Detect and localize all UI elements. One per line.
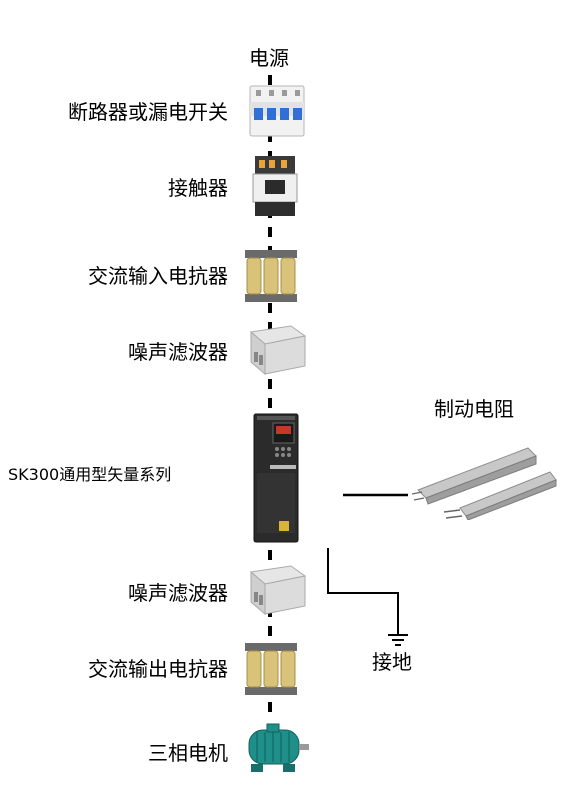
motor-icon [243, 720, 313, 776]
label-input-reactor: 交流输入电抗器 [88, 264, 228, 288]
label-output-filter: 噪声滤波器 [128, 581, 228, 605]
braking-resistor-icon [410, 442, 558, 520]
ground-connection-line [328, 548, 398, 634]
label-motor: 三相电机 [148, 741, 228, 765]
contactor-icon [251, 154, 299, 218]
inverter-icon [253, 413, 299, 543]
label-ground: 接地 [372, 650, 412, 674]
output-filter-icon [247, 562, 307, 618]
label-input-filter: 噪声滤波器 [128, 340, 228, 364]
label-braking-resistor: 制动电阻 [434, 397, 514, 421]
output-reactor-icon [243, 641, 299, 697]
label-circuit-breaker: 断路器或漏电开关 [68, 100, 228, 124]
filter-icon [247, 322, 307, 378]
reactor-icon [243, 248, 299, 304]
label-output-reactor: 交流输出电抗器 [88, 657, 228, 681]
label-contactor: 接触器 [168, 176, 228, 200]
ground-icon [386, 632, 410, 648]
circuit-breaker-icon [248, 82, 306, 140]
label-inverter: SK300通用型矢量系列 [8, 463, 171, 487]
